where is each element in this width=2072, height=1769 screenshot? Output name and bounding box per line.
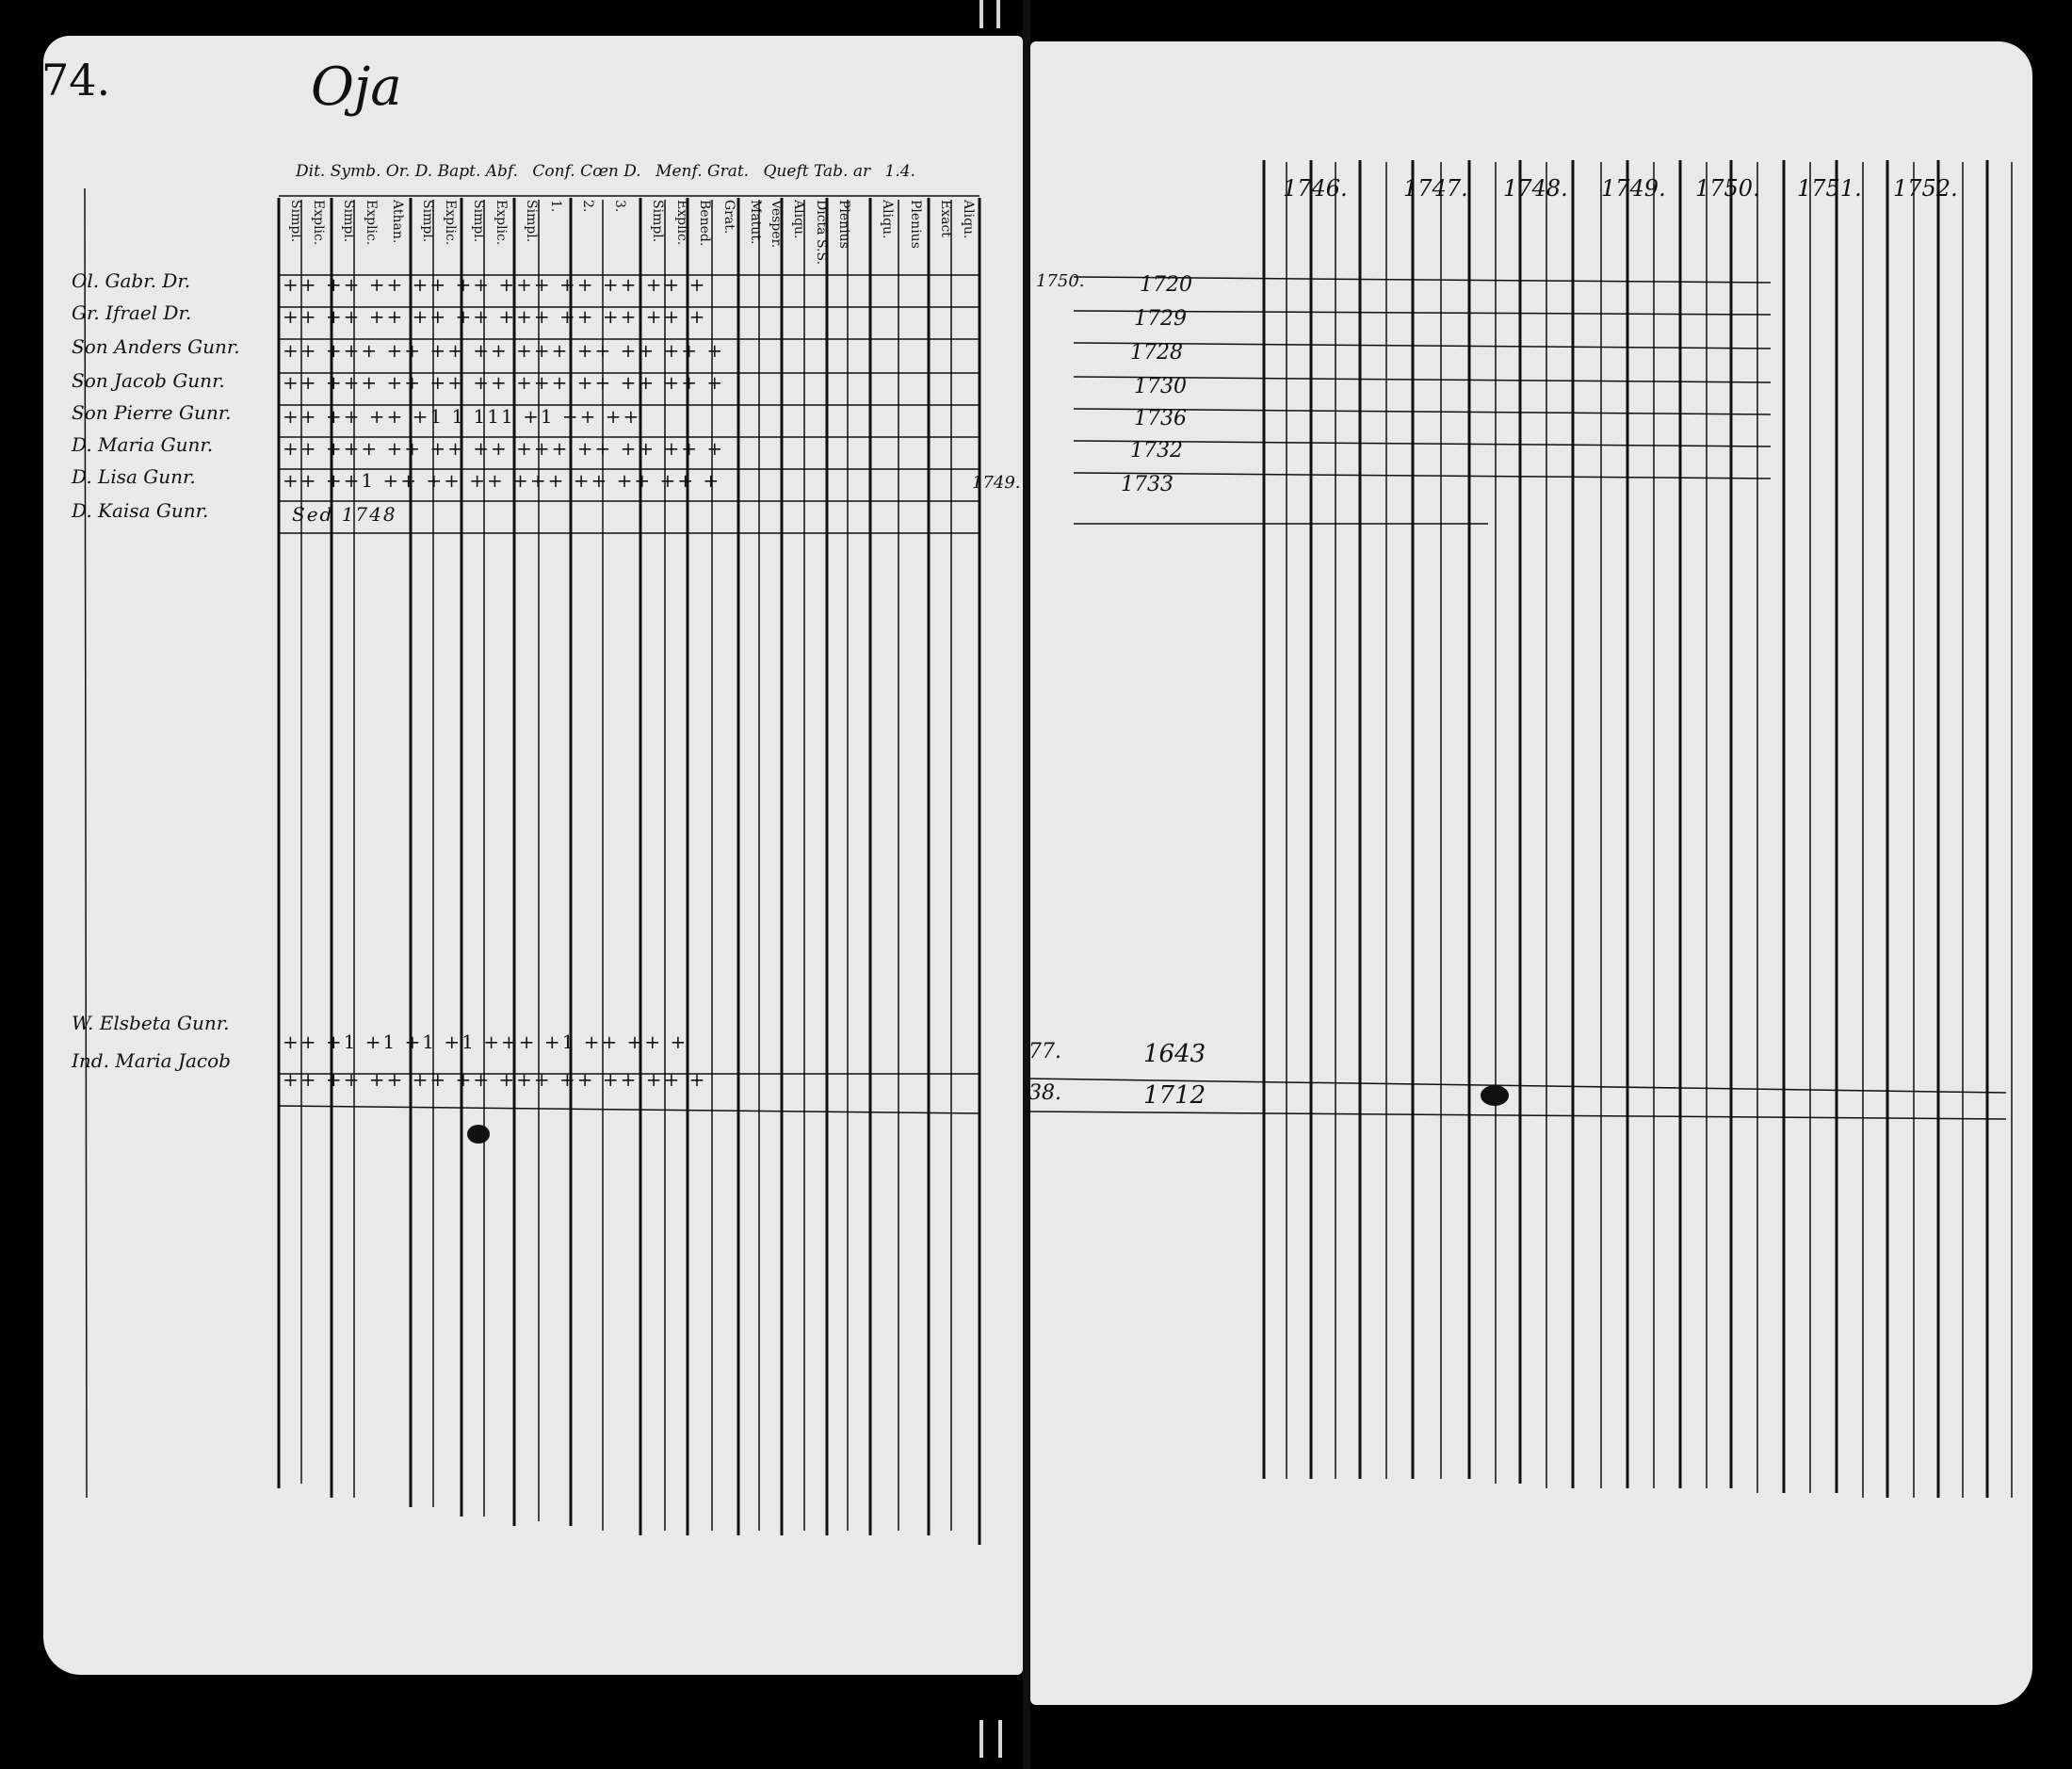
header-group: Queft Tab. ar: [763, 162, 871, 181]
left-page: [43, 36, 1023, 1675]
ink-blot: [467, 1125, 490, 1144]
birth-year: 1720: [1140, 273, 1192, 297]
column-label: Simpl.: [650, 200, 665, 243]
right-page: [1030, 41, 2032, 1705]
column-label: Explic.: [311, 200, 326, 246]
column-label: Dicta S.S.: [814, 200, 829, 266]
exam-marks: ++ +++ ++ ++ ++ +++ ++ ++ ++ +: [283, 437, 725, 460]
exam-marks: ++ +1 +1 +1 +1 +++ +1 ++ ++ +: [283, 1031, 688, 1053]
ink-blot: [1481, 1085, 1509, 1106]
entry-count: 38.: [1028, 1081, 1061, 1105]
binding-clip-bottom: [979, 1720, 983, 1758]
column-label: Explic.: [443, 200, 458, 246]
column-label: 3.: [612, 200, 627, 213]
person-name: Son Anders Gunr.: [72, 335, 240, 358]
column-label: Explic.: [494, 200, 509, 246]
birth-year: 1712: [1143, 1081, 1206, 1110]
entry-remark: 1749.: [972, 473, 1021, 493]
person-name: Ol. Gabr. Dr.: [72, 269, 191, 292]
exam-marks: ++ +++ ++ ++ ++ +++ ++ ++ ++ +: [283, 339, 725, 362]
column-label: Simpl.: [524, 200, 539, 243]
column-label: Explic.: [364, 200, 379, 246]
exam-marks: ++ ++ ++ ++ ++ +++ ++ ++ ++ +: [283, 273, 707, 296]
person-name: D. Lisa Gunr.: [72, 465, 196, 488]
binding-clip-top: [996, 0, 1000, 28]
year-header: 1747.: [1403, 175, 1468, 202]
column-label: Aliqu.: [880, 200, 895, 239]
birth-year: 1732: [1130, 439, 1183, 463]
person-name: D. Kaisa Gunr.: [72, 499, 209, 522]
birth-year: 1733: [1121, 473, 1174, 496]
column-label: Athan.: [390, 200, 405, 244]
header-group: Menf. Grat.: [656, 162, 750, 181]
column-label: Simpl.: [471, 200, 486, 243]
column-label: 2.: [580, 200, 595, 213]
column-label: Grat.: [721, 200, 737, 235]
exam-marks: ++ +++ ++ ++ ++ +++ ++ ++ ++ +: [283, 371, 725, 394]
year-header: 1751.: [1797, 175, 1862, 202]
person-name: Ind. Maria Jacob: [72, 1049, 231, 1072]
column-label: Exact: [938, 200, 953, 237]
column-label: Vesper.: [769, 200, 784, 249]
person-name: D. Maria Gunr.: [72, 433, 214, 456]
exam-marks: ++ ++1 ++ ++ ++ +++ ++ ++ ++ +: [283, 469, 721, 492]
entry-remark: 1750.: [1036, 271, 1085, 291]
parish-name: Oja: [311, 57, 402, 118]
column-label: Plenius: [908, 200, 923, 249]
person-name: Son Pierre Gunr.: [72, 401, 232, 424]
column-group-header: Dit. Symb. Or. D. Bapt. Abf. Conf. Cœn D…: [296, 162, 925, 181]
birth-year: 1730: [1134, 375, 1187, 398]
person-name: W. Elsbeta Gunr.: [72, 1012, 230, 1034]
year-header: 1749.: [1601, 175, 1666, 202]
year-header: 1752.: [1893, 175, 1958, 202]
header-group: Conf. Cœn D.: [532, 162, 641, 181]
binding-clip-bottom: [998, 1720, 1002, 1758]
header-group: 1.4.: [884, 162, 915, 181]
exam-marks: Sed 1748: [292, 503, 397, 526]
column-label: Plenius: [836, 200, 851, 249]
book-gutter: [1023, 0, 1030, 1769]
birth-year: 1729: [1134, 307, 1187, 331]
year-header: 1748.: [1503, 175, 1568, 202]
year-header: 1750.: [1695, 175, 1760, 202]
person-name: Son Jacob Gunr.: [72, 369, 225, 392]
column-label: Explic.: [674, 200, 689, 246]
column-label: Simpl.: [288, 200, 303, 243]
binding-clip-top: [979, 0, 983, 28]
column-label: Simpl.: [341, 200, 356, 243]
column-label: Aliqu.: [961, 200, 976, 239]
column-label: Bened.: [697, 200, 712, 247]
header-group: Dit. Symb. Or. D. Bapt. Abf.: [296, 162, 518, 181]
column-label: Simpl.: [420, 200, 435, 243]
birth-year: 1736: [1134, 407, 1187, 430]
exam-marks: ++ ++ ++ ++ ++ +++ ++ ++ ++ +: [283, 1068, 707, 1091]
column-label: Matut.: [748, 200, 763, 245]
person-name: Gr. Ifrael Dr.: [72, 301, 192, 324]
exam-marks: ++ ++ ++ +1 1 111 +1 ++ ++: [283, 405, 641, 428]
birth-year: 1728: [1130, 341, 1183, 365]
page-number: 74.: [41, 55, 111, 105]
column-label: Aliqu.: [791, 200, 806, 239]
column-label: 1.: [548, 200, 563, 213]
exam-marks: ++ ++ ++ ++ ++ +++ ++ ++ ++ +: [283, 305, 707, 328]
birth-year: 1643: [1143, 1040, 1206, 1068]
entry-count: 77.: [1028, 1040, 1061, 1063]
year-header: 1746.: [1283, 175, 1348, 202]
